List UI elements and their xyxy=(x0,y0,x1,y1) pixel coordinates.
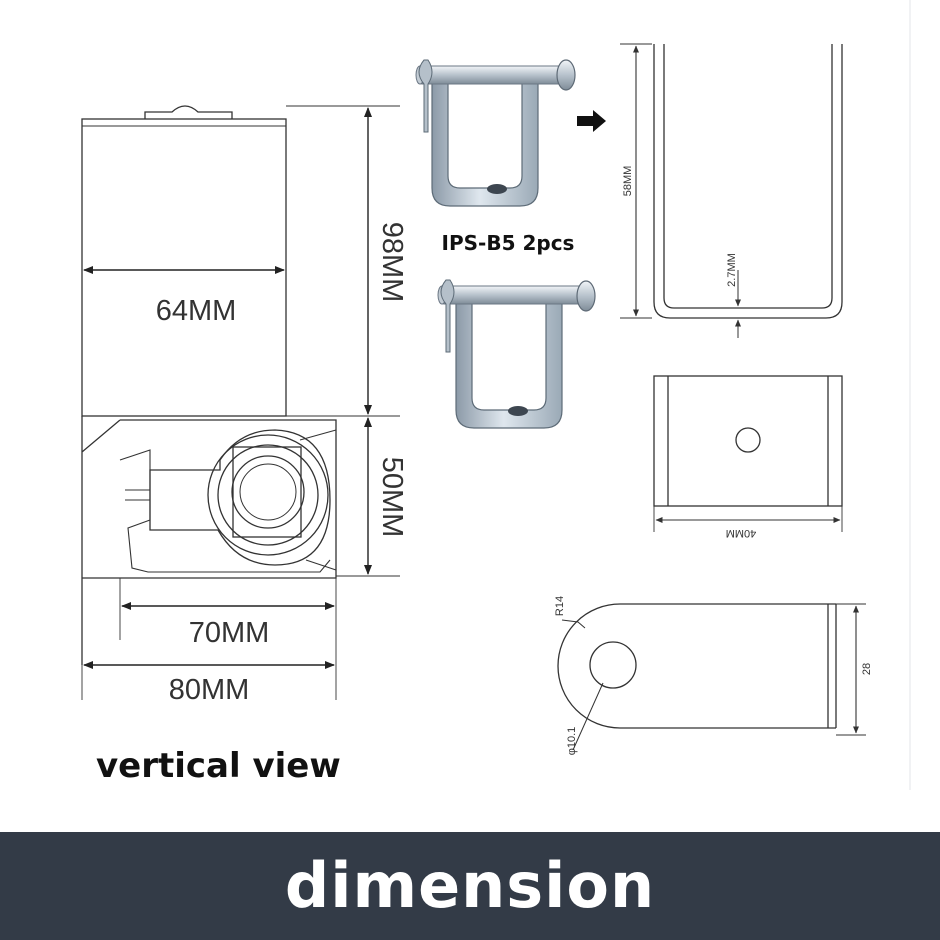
bracket-side-drawing xyxy=(620,43,843,338)
motor-body xyxy=(81,118,287,417)
tab-radius-label: R14 xyxy=(554,596,566,616)
bracket-top-drawing xyxy=(653,375,843,532)
title-banner: dimension xyxy=(0,832,940,940)
dim-50-label: 50MM xyxy=(376,457,408,538)
banner-title: dimension xyxy=(284,849,656,922)
dim-98-label: 98MM xyxy=(376,222,408,303)
dim-80-label: 80MM xyxy=(169,674,250,706)
right-arrow-icon xyxy=(577,110,606,132)
vertical-view-caption: vertical view xyxy=(96,746,341,786)
bracket-height-label: 58MM xyxy=(622,166,634,197)
top-cap xyxy=(144,105,233,119)
bracket-photo-bottom xyxy=(437,279,596,429)
tab-hole xyxy=(589,641,637,689)
bracket-mount-hole xyxy=(735,427,761,453)
front-dimension-lines xyxy=(83,107,372,669)
shaft-hole xyxy=(231,455,305,529)
dim-64-label: 64MM xyxy=(156,295,237,327)
shaft-ring-mid xyxy=(217,444,319,546)
bracket-width-label: 40MM xyxy=(726,527,757,539)
tab-height-label: 28 xyxy=(861,663,873,675)
front-view xyxy=(81,105,400,700)
tab-hole-label: φ10.1 xyxy=(566,727,578,756)
bracket-thickness-label: 2.7MM xyxy=(726,253,738,287)
shaft-ring-outer xyxy=(207,434,329,556)
dim-70-label: 70MM xyxy=(189,617,270,649)
bracket-photo-top xyxy=(415,59,576,207)
tab-drawing xyxy=(557,603,866,751)
bracket-model-label: IPS-B5 2pcs xyxy=(442,231,575,255)
